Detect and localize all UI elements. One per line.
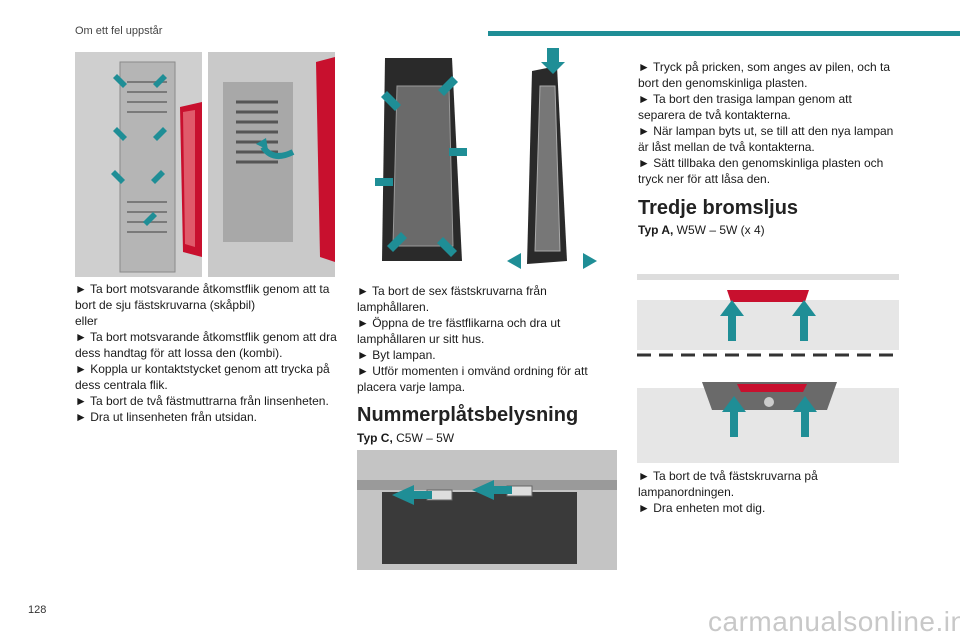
column-1-instructions: ► Ta bort motsvarande åtkomstflik genom … — [75, 281, 337, 425]
instruction-line: ► Dra enheten mot dig. — [638, 501, 766, 515]
column-2-instructions: ► Ta bort de sex fästskruvarna från lamp… — [357, 283, 602, 395]
bulb-type-value: C5W – 5W — [392, 431, 455, 445]
instruction-line: eller — [75, 314, 98, 328]
figure-lamp-holder — [357, 46, 617, 277]
instruction-line: ► Utför momenten i omvänd ordning för at… — [357, 364, 588, 394]
header-accent-bar — [488, 31, 960, 36]
instruction-line: ► Ta bort den trasiga lampan genom att s… — [638, 92, 852, 122]
column-3-instructions: ► Tryck på pricken, som anges av pilen, … — [638, 59, 900, 187]
section-title: Om ett fel uppstår — [75, 25, 163, 37]
figure-number-plate-lamp — [357, 450, 617, 570]
bulb-type-number-plate: Typ C, C5W – 5W — [357, 431, 454, 445]
bulb-type-label: Typ C, — [357, 431, 393, 445]
column-3-bottom-instructions: ► Ta bort de två fästskruvarna på lampan… — [638, 468, 900, 516]
instruction-line: ► Ta bort de sex fästskruvarna från lamp… — [357, 284, 547, 314]
instruction-line: ► Tryck på pricken, som anges av pilen, … — [638, 60, 890, 90]
bulb-type-label: Typ A, — [638, 223, 674, 237]
heading-number-plate-lighting: Nummerplåtsbelysning — [357, 404, 579, 426]
figure-access-panel-handle — [208, 52, 335, 277]
instruction-line: ► Sätt tillbaka den genomskinliga plaste… — [638, 156, 884, 186]
instruction-line: ► Ta bort motsvarande åtkomstflik genom … — [75, 330, 337, 360]
instruction-line: ► Koppla ur kontaktstycket genom att try… — [75, 362, 330, 392]
instruction-line: ► Byt lampan. — [357, 348, 436, 362]
bulb-type-value: W5W – 5W (x 4) — [673, 223, 765, 237]
heading-third-brake-light: Tredje bromsljus — [638, 197, 799, 219]
figure-access-panel-screws — [75, 52, 202, 277]
watermark: carmanualsonline.info — [708, 606, 960, 637]
page-number: 128 — [28, 604, 47, 616]
instruction-line: ► Dra ut linsenheten från utsidan. — [75, 410, 257, 424]
figure-third-brake-light — [637, 270, 899, 463]
instruction-line: ► Ta bort de två fästskruvarna på lampan… — [638, 469, 818, 499]
instruction-line: ► Ta bort de två fästmuttrarna från lins… — [75, 394, 329, 408]
bulb-type-brake-light: Typ A, W5W – 5W (x 4) — [638, 223, 765, 237]
instruction-line: ► Ta bort motsvarande åtkomstflik genom … — [75, 282, 330, 312]
instruction-line: ► När lampan byts ut, se till att den ny… — [638, 124, 894, 154]
instruction-line: ► Öppna de tre fästflikarna och dra ut l… — [357, 316, 561, 346]
